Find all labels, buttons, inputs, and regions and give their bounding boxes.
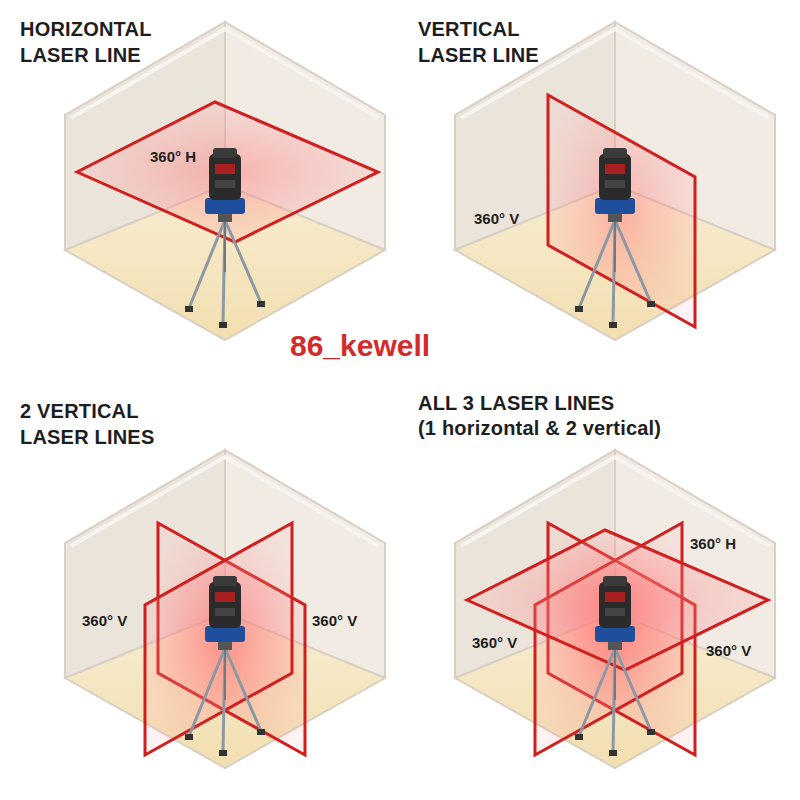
room [455,22,775,340]
room [65,22,385,340]
plane-label: 360° H [690,535,736,553]
room [65,450,385,768]
panel-title: 2 VERTICAL LASER LINES [20,398,195,450]
laser-plane [145,523,292,755]
plane-label: 360° V [474,210,519,228]
laser-level [185,576,265,756]
watermark: 86_kewell [290,328,430,364]
panel [65,22,385,340]
panel-title: ALL 3 LASER LINES [418,390,614,416]
panel-title: HORIZONTAL LASER LINE [20,16,205,68]
plane-label: 360° V [472,634,517,652]
laser-plane [548,95,695,327]
panel-subtitle: (1 horizontal & 2 vertical) [418,415,661,441]
laser-level [185,148,265,328]
panel [455,450,775,768]
panel [455,22,775,340]
plane-label: 360° V [82,612,127,630]
plane-label: 360° V [706,642,751,660]
room [455,450,775,768]
laser-level [575,576,655,756]
plane-label: 360° H [150,148,196,166]
laser-level [575,148,655,328]
panel [65,450,385,768]
plane-label: 360° V [312,612,357,630]
panel-title: VERTICAL LASER LINE [418,16,588,68]
